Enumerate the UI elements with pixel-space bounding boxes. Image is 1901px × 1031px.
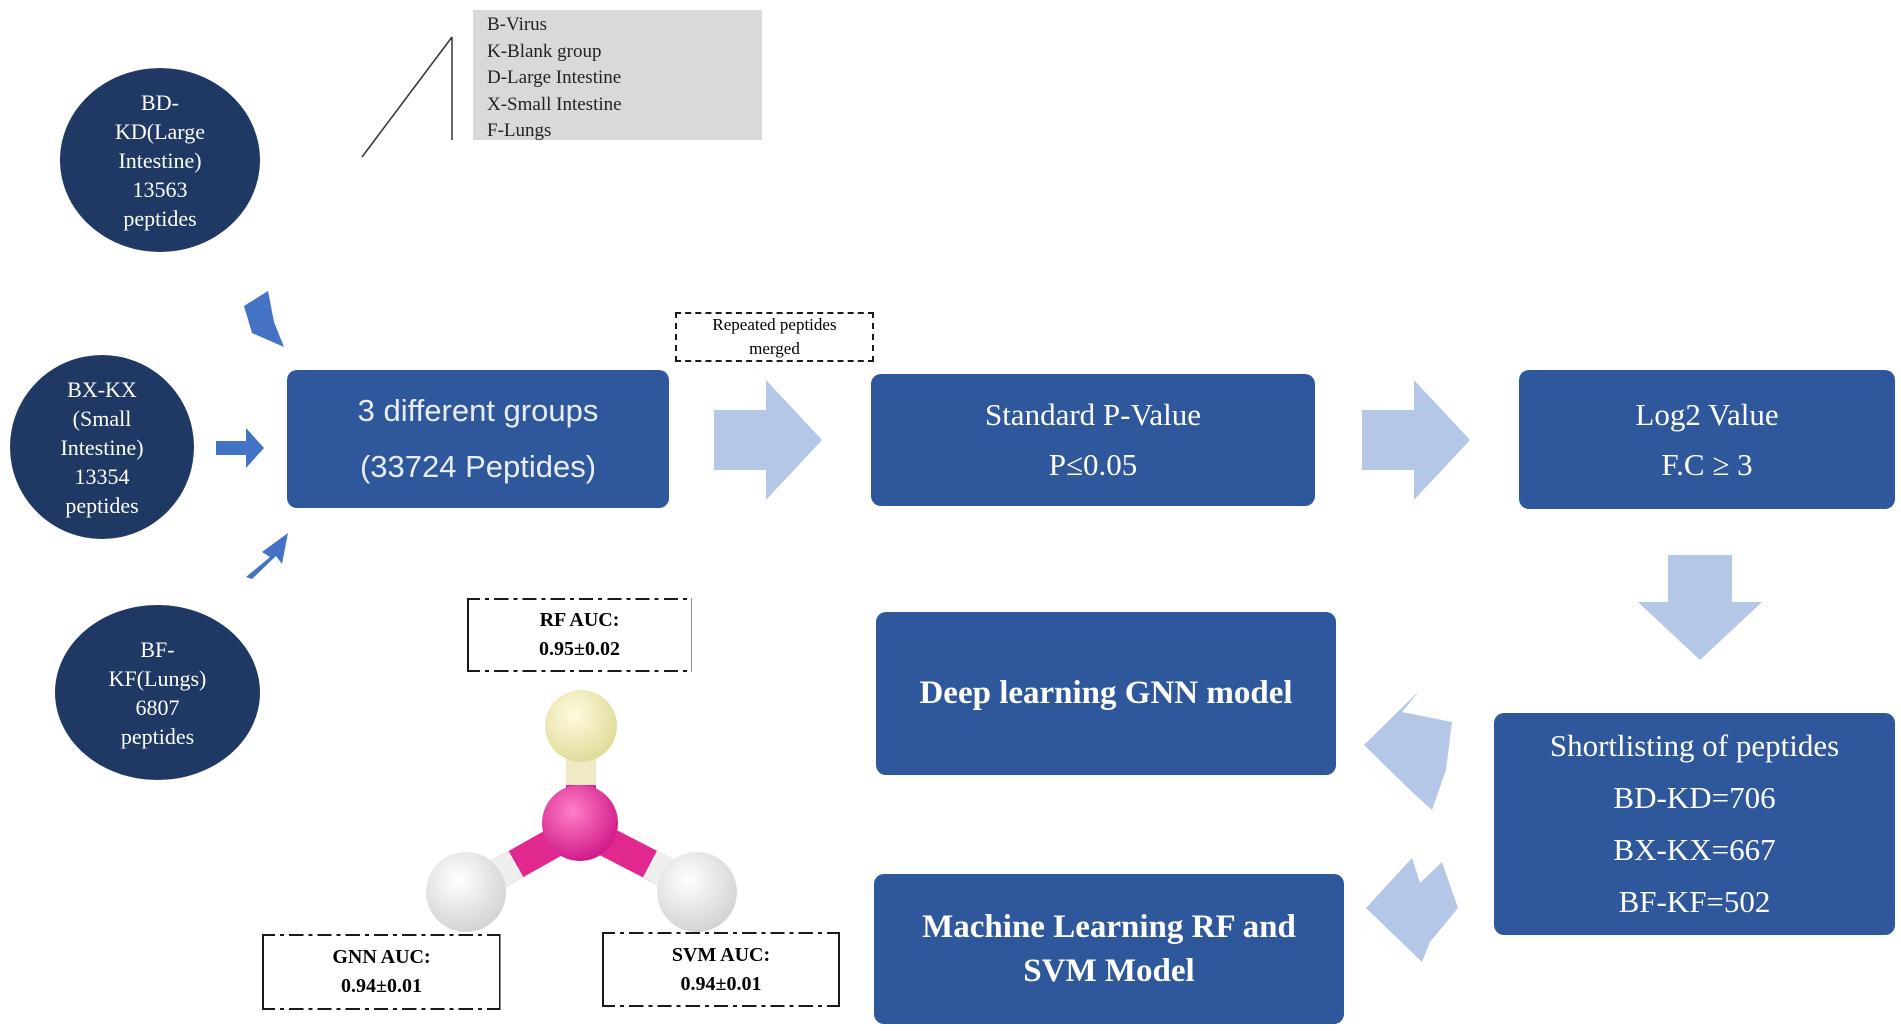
rf-auc-box: RF AUC: 0.95±0.02	[467, 598, 692, 672]
legend-connector-line	[361, 36, 453, 158]
arrow-to-gnn	[1364, 690, 1452, 810]
legend-item: K-Blank group	[487, 40, 602, 62]
gnn-model-box: Deep learning GNN model	[876, 612, 1336, 775]
auc-label: RF AUC:	[539, 609, 620, 631]
box-line: Log2 Value	[1635, 396, 1779, 432]
box-line: Standard P-Value	[984, 397, 1202, 432]
arrow-to-shortlist	[1638, 555, 1762, 660]
circle-text: BD-	[141, 89, 179, 115]
legend: B-Virus K-Blank group D-Large Intestine …	[473, 10, 762, 141]
circle-text: 13354	[74, 463, 130, 489]
box-line: P≤0.05	[1048, 447, 1138, 482]
molecule-illustration	[426, 690, 737, 932]
legend-item: B-Virus	[487, 14, 548, 35]
circle-text: BX-KX	[67, 376, 137, 402]
arrow-from-bx-kx	[216, 428, 264, 468]
groups-box: 3 different groups (33724 Peptides)	[287, 370, 669, 508]
circle-bx-kx: BX-KX (Small Intestine) 13354 peptides	[10, 355, 194, 539]
pvalue-box: Standard P-Value P≤0.05	[871, 374, 1315, 506]
auc-value: 0.94±0.01	[341, 975, 422, 997]
shortlist-box: Shortlisting of peptides BD-KD=706 BX-KX…	[1494, 713, 1895, 935]
auc-label: GNN AUC:	[332, 946, 431, 968]
arrow-to-log2	[1362, 380, 1470, 500]
log2-box: Log2 Value F.C ≥ 3	[1519, 370, 1895, 509]
arrow-to-pvalue	[714, 380, 822, 500]
circle-text: 13563	[132, 176, 188, 202]
legend-item: F-Lungs	[487, 120, 552, 141]
box-line: F.C ≥ 3	[1661, 446, 1753, 482]
auc-value: 0.94±0.01	[680, 972, 762, 995]
circle-text: peptides	[65, 492, 139, 518]
box-line: BX-KX=667	[1613, 832, 1776, 867]
box-line: (33724 Peptides)	[359, 449, 597, 484]
note-line: Repeated peptides	[712, 315, 837, 334]
circle-text: peptides	[120, 723, 195, 749]
note-line: merged	[749, 339, 800, 358]
circle-bd-kd: BD- KD(Large Intestine) 13563 peptides	[60, 68, 260, 252]
circle-text: 6807	[135, 694, 180, 720]
legend-item: X-Small Intestine	[487, 93, 622, 115]
box-line: Machine Learning RF and	[922, 909, 1296, 945]
circle-text: (Small	[72, 405, 132, 431]
svm-auc-box: SVM AUC: 0.94±0.01	[602, 932, 840, 1007]
box-line: Deep learning GNN model	[919, 675, 1293, 711]
box-line: 3 different groups	[357, 393, 599, 428]
box-line: BF-KF=502	[1618, 884, 1771, 919]
legend-item: D-Large Intestine	[487, 67, 622, 88]
circle-text: KF(Lungs)	[108, 665, 207, 691]
arrow-from-bf-kf	[246, 533, 288, 579]
circle-text: KD(Large	[115, 118, 205, 144]
ml-model-box: Machine Learning RF and SVM Model	[874, 874, 1344, 1024]
box-line: BD-KD=706	[1613, 780, 1776, 815]
auc-label: SVM AUC:	[671, 943, 771, 966]
gnn-auc-box: GNN AUC: 0.94±0.01	[262, 934, 501, 1010]
arrow-to-ml	[1366, 858, 1458, 962]
arrow-from-bd-kd	[244, 291, 284, 347]
auc-value: 0.95±0.02	[539, 638, 620, 660]
circle-text: BF-	[140, 636, 175, 662]
box-line: SVM Model	[1023, 953, 1195, 989]
merge-note: Repeated peptides merged	[675, 312, 874, 362]
circle-text: Intestine)	[60, 434, 144, 460]
box-line: Shortlisting of peptides	[1549, 728, 1840, 763]
circle-text: Intestine)	[118, 147, 202, 173]
circle-text: peptides	[123, 205, 197, 231]
circle-bf-kf: BF- KF(Lungs) 6807 peptides	[55, 605, 260, 780]
